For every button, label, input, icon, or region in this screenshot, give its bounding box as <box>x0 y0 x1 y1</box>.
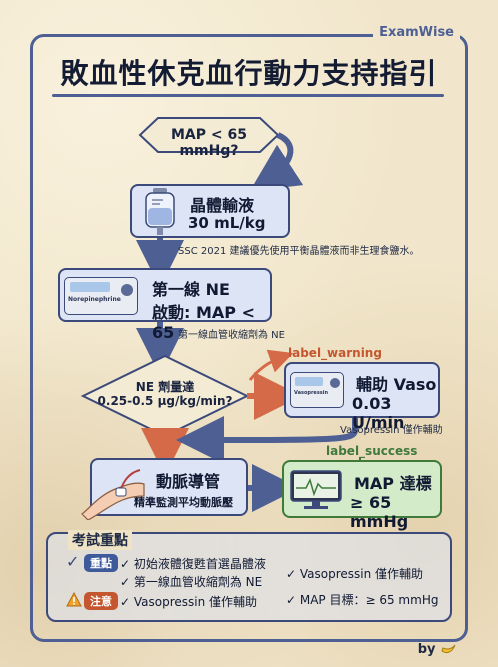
vaso-sub: 0.03 U/min <box>352 394 405 432</box>
map-decision-text: MAP < 65 mmHg? <box>171 127 247 159</box>
pump-knob <box>330 378 340 388</box>
success-label: label_success <box>326 444 418 458</box>
pump-screen <box>295 377 323 386</box>
title-underline <box>52 94 444 97</box>
fluids-note: SSC 2021 建議優先使用平衡晶體液而非生理食鹽水。 <box>178 246 420 257</box>
exam-left-line-2: ✓ 第一線血管收縮劑為 NE <box>120 575 263 589</box>
dose-decision-line1: NE 劑量達 <box>135 380 195 394</box>
vaso-head: 輔助 Vaso <box>356 375 437 394</box>
ne-note: 第一線血管收縮劑為 NE <box>178 330 285 341</box>
warn-badge: 注意 <box>84 592 118 610</box>
target-head: MAP 達標 <box>354 474 432 493</box>
infusion-pump-icon: Norepinephrine <box>64 277 138 315</box>
pump-label-vaso: Vasopressin <box>294 390 329 396</box>
exam-left-line-3: ✓ Vasopressin 僅作輔助 <box>120 595 258 609</box>
pump-label-ne: Norepinephrine <box>68 296 121 303</box>
banana-icon <box>441 644 456 654</box>
arm-catheter-icon <box>81 469 145 520</box>
exam-left-line-1: ✓ 初始液體復甦首選晶體液 <box>120 557 266 571</box>
dose-decision-line2: 0.25-0.5 μg/kg/min? <box>97 394 233 408</box>
aline-box: 動脈導管 精準監測平均動脈壓 <box>90 458 248 516</box>
infusion-pump-icon: Vasopressin <box>290 372 344 408</box>
key-badge: 重點 <box>84 554 118 572</box>
pump-knob <box>121 284 133 296</box>
monitor-icon <box>290 470 342 509</box>
warning-icon <box>66 591 82 611</box>
check-icon: ✓ <box>66 552 80 571</box>
exam-title: 考試重點 <box>68 530 132 550</box>
frame <box>30 34 468 642</box>
aline-head: 動脈導管 <box>156 472 221 491</box>
exam-right-line-1: ✓ Vasopressin 僅作輔助 <box>286 567 424 581</box>
arrow-vaso-to-aline <box>176 415 358 464</box>
ne-sub: 啟動: MAP < 65 <box>152 303 255 342</box>
footer: by <box>418 641 456 657</box>
exam-right-line-2: ✓ MAP 目標：≥ 65 mmHg <box>286 593 439 607</box>
fluids-head: 晶體輸液 <box>190 196 255 215</box>
ne-head: 第一線 NE <box>152 280 230 299</box>
arrow-decision-to-fluids <box>249 132 304 192</box>
target-sub: ≥ 65 mmHg <box>350 493 409 531</box>
pump-screen <box>70 282 110 292</box>
aline-sub: 精準監測平均動脈壓 <box>134 496 233 509</box>
vaso-note: Vasopressin 僅作輔助 <box>340 425 443 436</box>
brand: ExamWise <box>373 25 460 40</box>
warning-label: label_warning <box>288 346 382 360</box>
arrow-to-warning-label <box>248 349 294 381</box>
fluids-sub: 30 mL/kg <box>188 214 266 232</box>
vaso-box: 輔助 Vaso 0.03 U/min <box>284 362 440 432</box>
iv-bag-icon <box>145 188 175 235</box>
page-title: 敗血性休克血行動力支持指引 <box>60 57 438 90</box>
footer-by: by <box>417 642 436 657</box>
